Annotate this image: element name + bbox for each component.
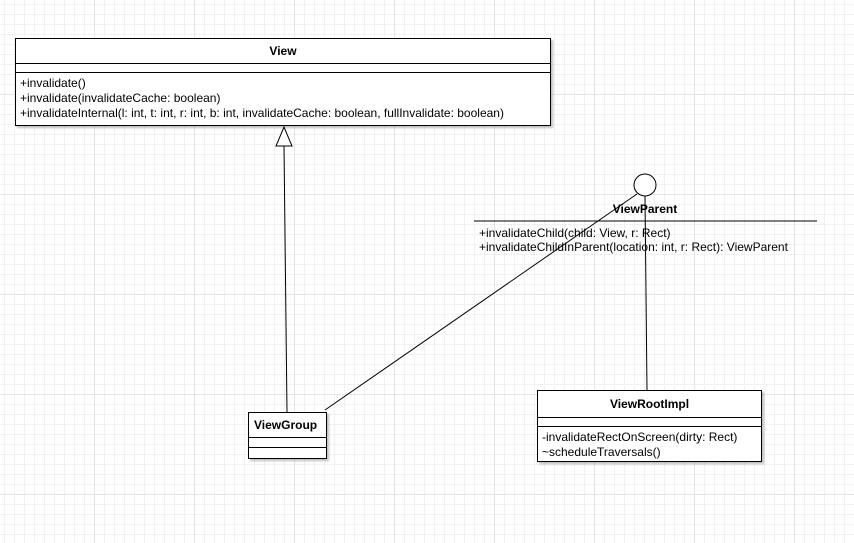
attributes-compartment: [249, 438, 326, 448]
class-viewrootimpl[interactable]: ViewRootImpl -invalidateRectOnScreen(dir…: [537, 390, 762, 462]
operation: +invalidateChildInParent(location: int, …: [479, 240, 788, 254]
class-name: ViewRootImpl: [538, 391, 761, 418]
operation: +invalidateInternal(l: int, t: int, r: i…: [20, 106, 504, 120]
attributes-compartment: [538, 418, 761, 427]
interface-lollipop-icon[interactable]: [633, 173, 657, 197]
attributes-compartment: [16, 64, 550, 73]
operation: -invalidateRectOnScreen(dirty: Rect): [542, 430, 738, 444]
operation: ~scheduleTraversals(): [542, 445, 661, 459]
operations-compartment: +invalidate() +invalidate(invalidateCach…: [16, 73, 550, 124]
class-name: View: [16, 39, 550, 64]
generalization-arrowhead: [275, 125, 293, 147]
interface-name[interactable]: ViewParent: [612, 202, 678, 216]
operation: +invalidate(invalidateCache: boolean): [20, 91, 221, 105]
class-name: ViewGroup: [249, 413, 326, 438]
generalization-line[interactable]: [283, 145, 288, 413]
class-viewgroup[interactable]: ViewGroup: [248, 412, 327, 459]
class-view[interactable]: View +invalidate() +invalidate(invalidat…: [15, 38, 551, 126]
operations-compartment: -invalidateRectOnScreen(dirty: Rect) ~sc…: [538, 427, 761, 463]
interface-operations: +invalidateChild(child: View, r: Rect) +…: [479, 226, 788, 254]
operation: +invalidate(): [20, 76, 86, 90]
operation: +invalidateChild(child: View, r: Rect): [479, 226, 671, 240]
